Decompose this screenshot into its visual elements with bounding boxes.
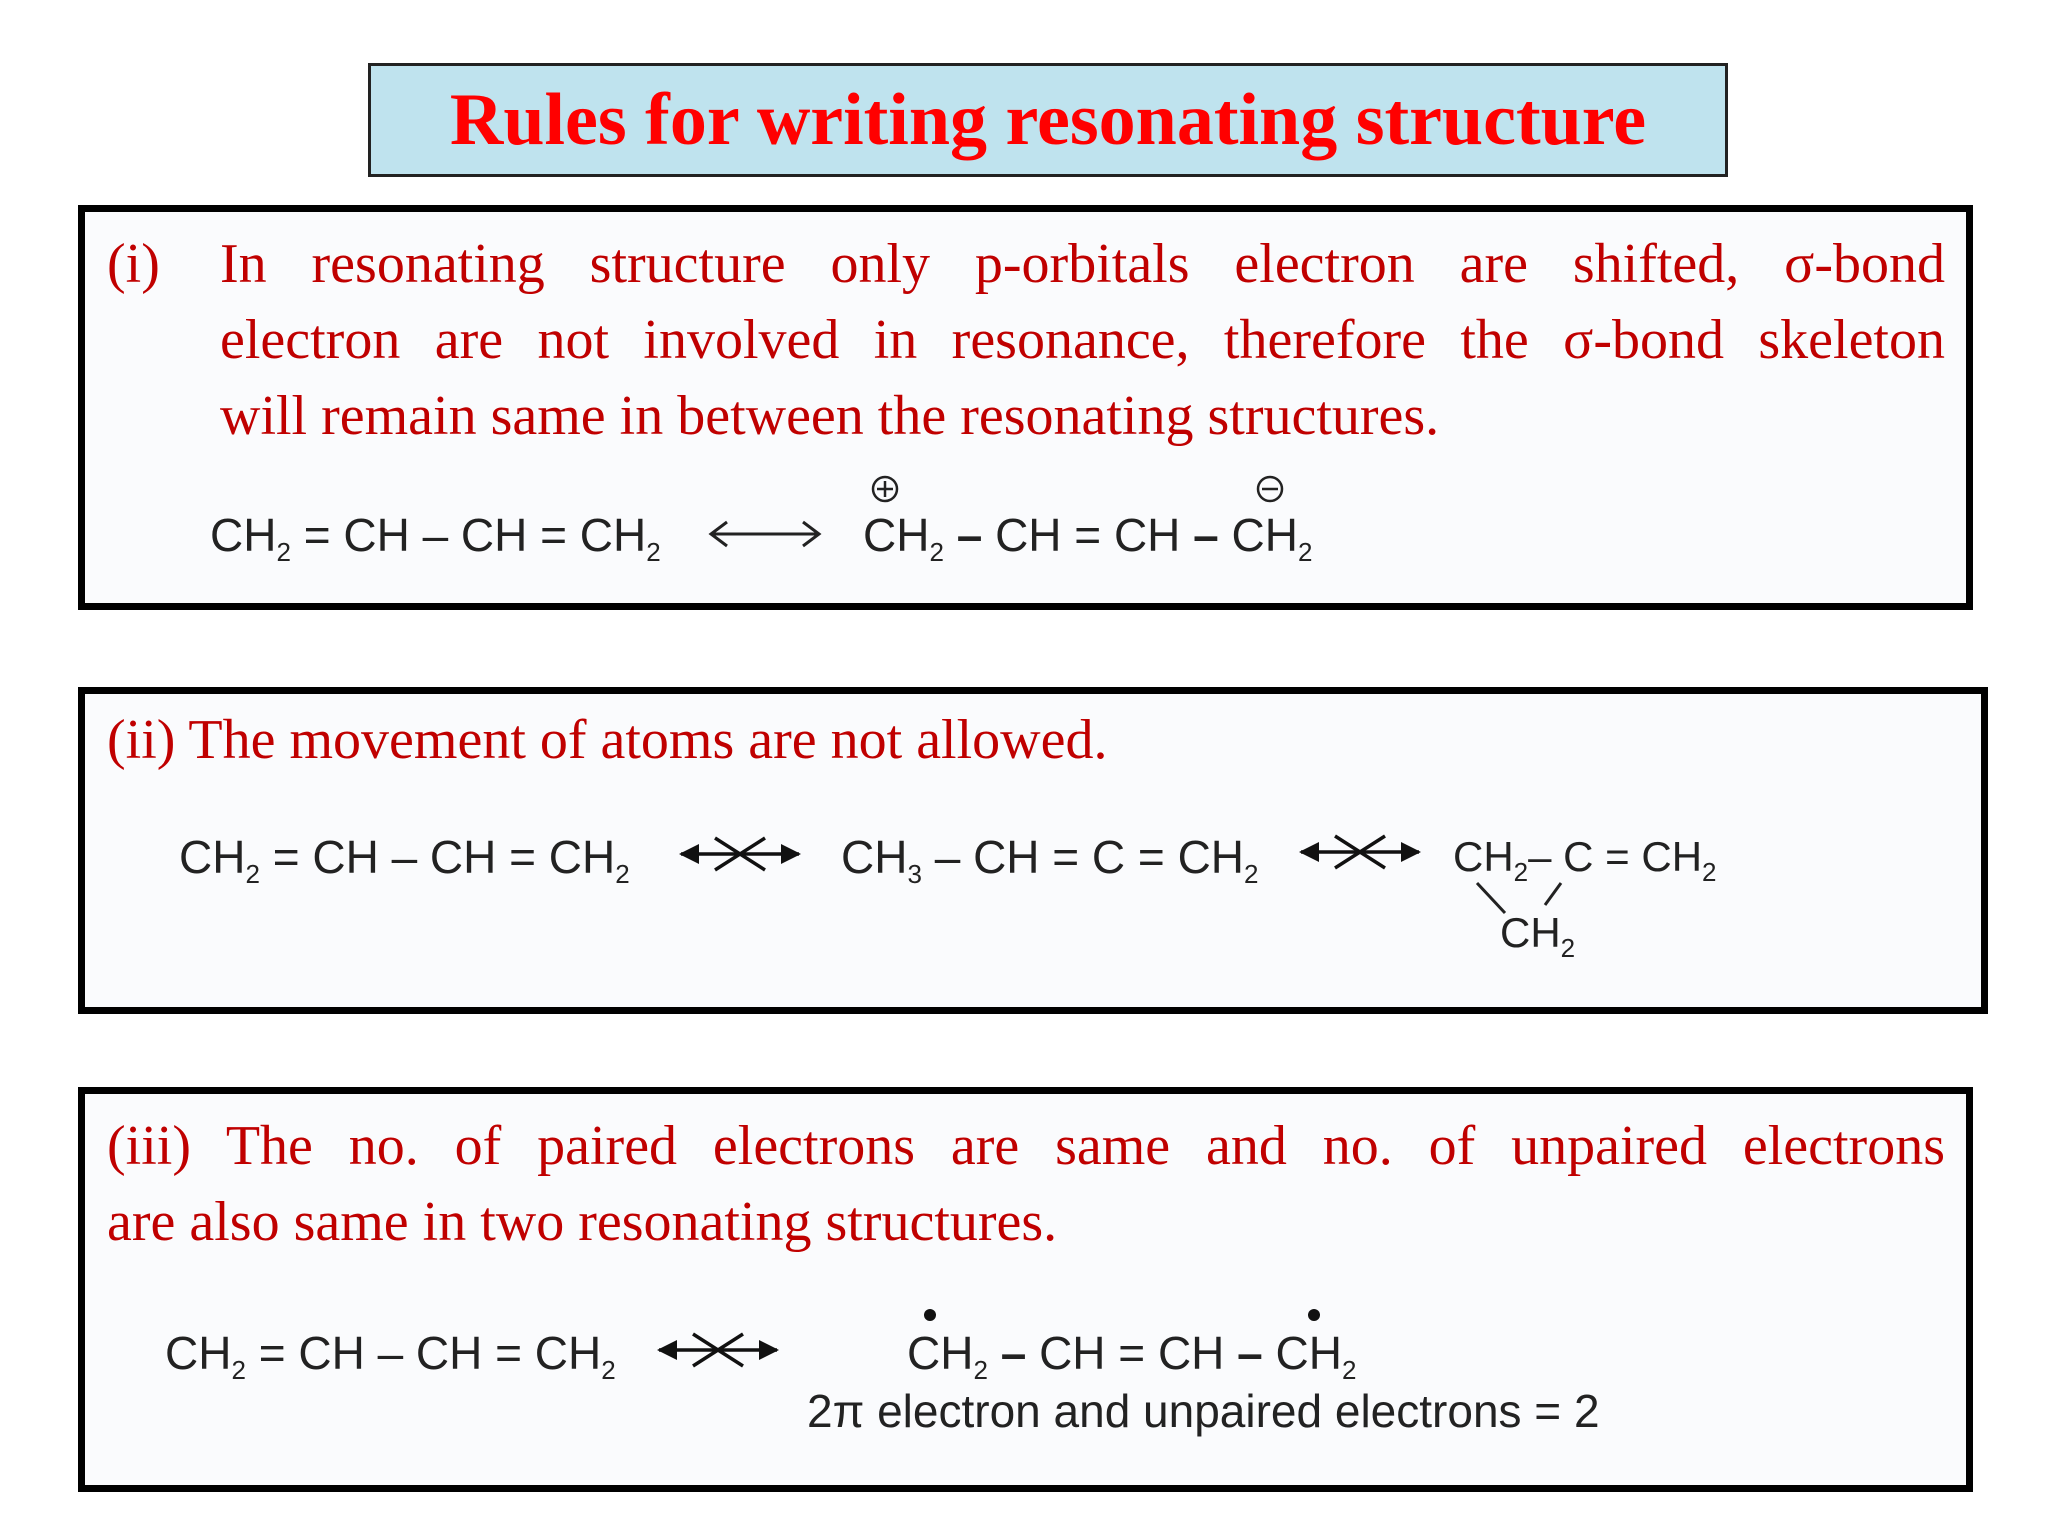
radical-dot-icon bbox=[1308, 1309, 1320, 1321]
equation-left: CH2 = CH – CH = CH2 bbox=[165, 1327, 616, 1385]
rule-box-1: (i) In resonating structure only p-orbit… bbox=[78, 205, 1973, 610]
equation-right: CH2 – CH = CH – CH2 bbox=[907, 1327, 1357, 1385]
positive-charge-icon bbox=[871, 475, 899, 503]
equation-structure: CH2– C = CH2 bbox=[1453, 833, 1717, 887]
ring-bond-lines bbox=[1475, 881, 1563, 915]
rule-number: (ii) bbox=[107, 709, 176, 771]
rule-text: (ii) The movement of atoms are not allow… bbox=[107, 702, 1107, 778]
rule-line: (iii) The no. of paired electrons are sa… bbox=[107, 1115, 1945, 1177]
equation-structure: CH3 – CH = C = CH2 bbox=[841, 831, 1259, 889]
rule-line: electron are not involved in resonance, … bbox=[220, 309, 1945, 371]
rule-line: are also same in two resonating structur… bbox=[107, 1191, 1058, 1253]
rule-text: (iii) The no. of paired electrons are sa… bbox=[107, 1108, 1945, 1260]
rule-box-2: (ii) The movement of atoms are not allow… bbox=[78, 687, 1988, 1014]
page-title: Rules for writing resonating structure bbox=[449, 78, 1647, 161]
radical-dot-icon bbox=[924, 1309, 936, 1321]
rule-number: (i) bbox=[107, 233, 160, 295]
equation-note: 2π electron and unpaired electrons = 2 bbox=[807, 1385, 1600, 1437]
equation-left: CH2 = CH – CH = CH2 bbox=[210, 509, 661, 567]
rule-line: will remain same in between the resonati… bbox=[220, 385, 1440, 447]
equation-right: CH2 – CH = CH – CH2 bbox=[863, 509, 1313, 567]
rule-box-3: (iii) The no. of paired electrons are sa… bbox=[78, 1087, 1973, 1492]
negative-charge-icon bbox=[1256, 475, 1284, 503]
rule-line: In resonating structure only p-orbitals … bbox=[220, 233, 1945, 295]
equation-structure-ring: CH2 bbox=[1500, 909, 1576, 963]
resonance-arrow-icon bbox=[708, 520, 822, 548]
equation-structure: CH2 = CH – CH = CH2 bbox=[179, 831, 630, 889]
crossed-arrow-icon bbox=[1299, 834, 1421, 870]
rule-number: (iii) bbox=[107, 1115, 191, 1177]
rule-line: The movement of atoms are not allowed. bbox=[188, 709, 1108, 771]
crossed-arrow-icon bbox=[679, 836, 801, 872]
title-banner: Rules for writing resonating structure bbox=[368, 63, 1728, 177]
rule-text: In resonating structure only p-orbitals … bbox=[220, 226, 1945, 454]
crossed-arrow-icon bbox=[657, 1332, 779, 1368]
